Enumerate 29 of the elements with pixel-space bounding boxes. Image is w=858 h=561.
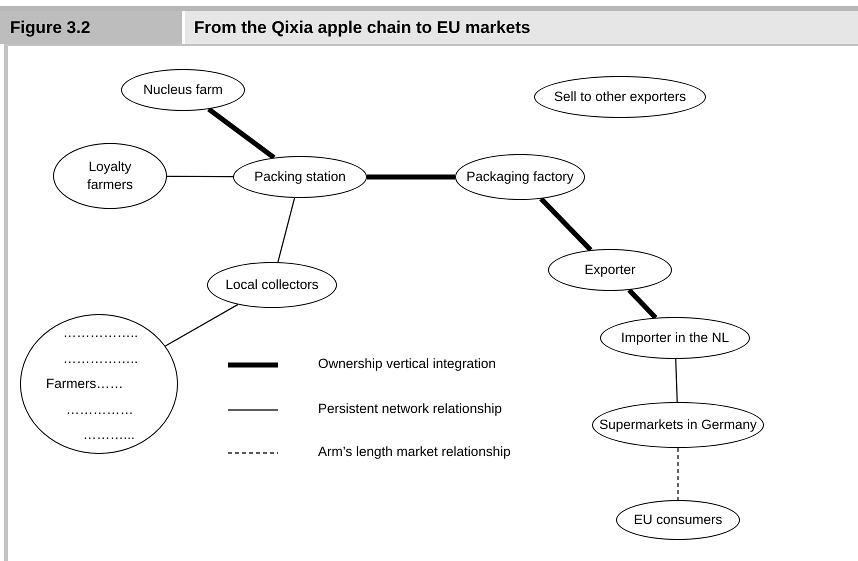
node-label: EU consumers: [634, 510, 722, 529]
legend-text: Arm’s length market relationship: [318, 444, 511, 459]
line: [675, 358, 678, 402]
figure-number: Figure 3.2: [0, 11, 182, 44]
node-text: ……………..: [63, 324, 138, 342]
node-label: Packing station: [254, 168, 346, 186]
node-label: Importer in the NL: [620, 328, 730, 347]
node-label: Loyalty farmers: [86, 158, 134, 194]
node-text: ……………..: [63, 350, 138, 368]
node-label: Supermarkets in Germany: [599, 416, 757, 434]
line: [277, 198, 296, 262]
line: [167, 176, 234, 178]
dashed-line: [677, 448, 679, 500]
thick-line: [539, 197, 592, 252]
thick-line: [627, 288, 658, 320]
thick-line: [207, 107, 276, 160]
legend-text: Persistent network relationship: [318, 401, 502, 416]
node-label: Local collectors: [225, 276, 319, 294]
node-label: Exporter: [584, 260, 636, 279]
node-text: Farmers……: [46, 375, 124, 394]
node-label: Packaging factory: [466, 168, 574, 186]
thick-line: [367, 174, 455, 180]
node-label: Nucleus farm: [143, 80, 223, 99]
node-label: Sell to other exporters: [554, 88, 686, 106]
line: [165, 304, 238, 347]
node-text: ……………: [66, 400, 134, 419]
node-text: ………...: [83, 426, 135, 444]
figure-title: From the Qixia apple chain to EU markets: [185, 11, 858, 44]
legend-text: Ownership vertical integration: [318, 356, 496, 371]
